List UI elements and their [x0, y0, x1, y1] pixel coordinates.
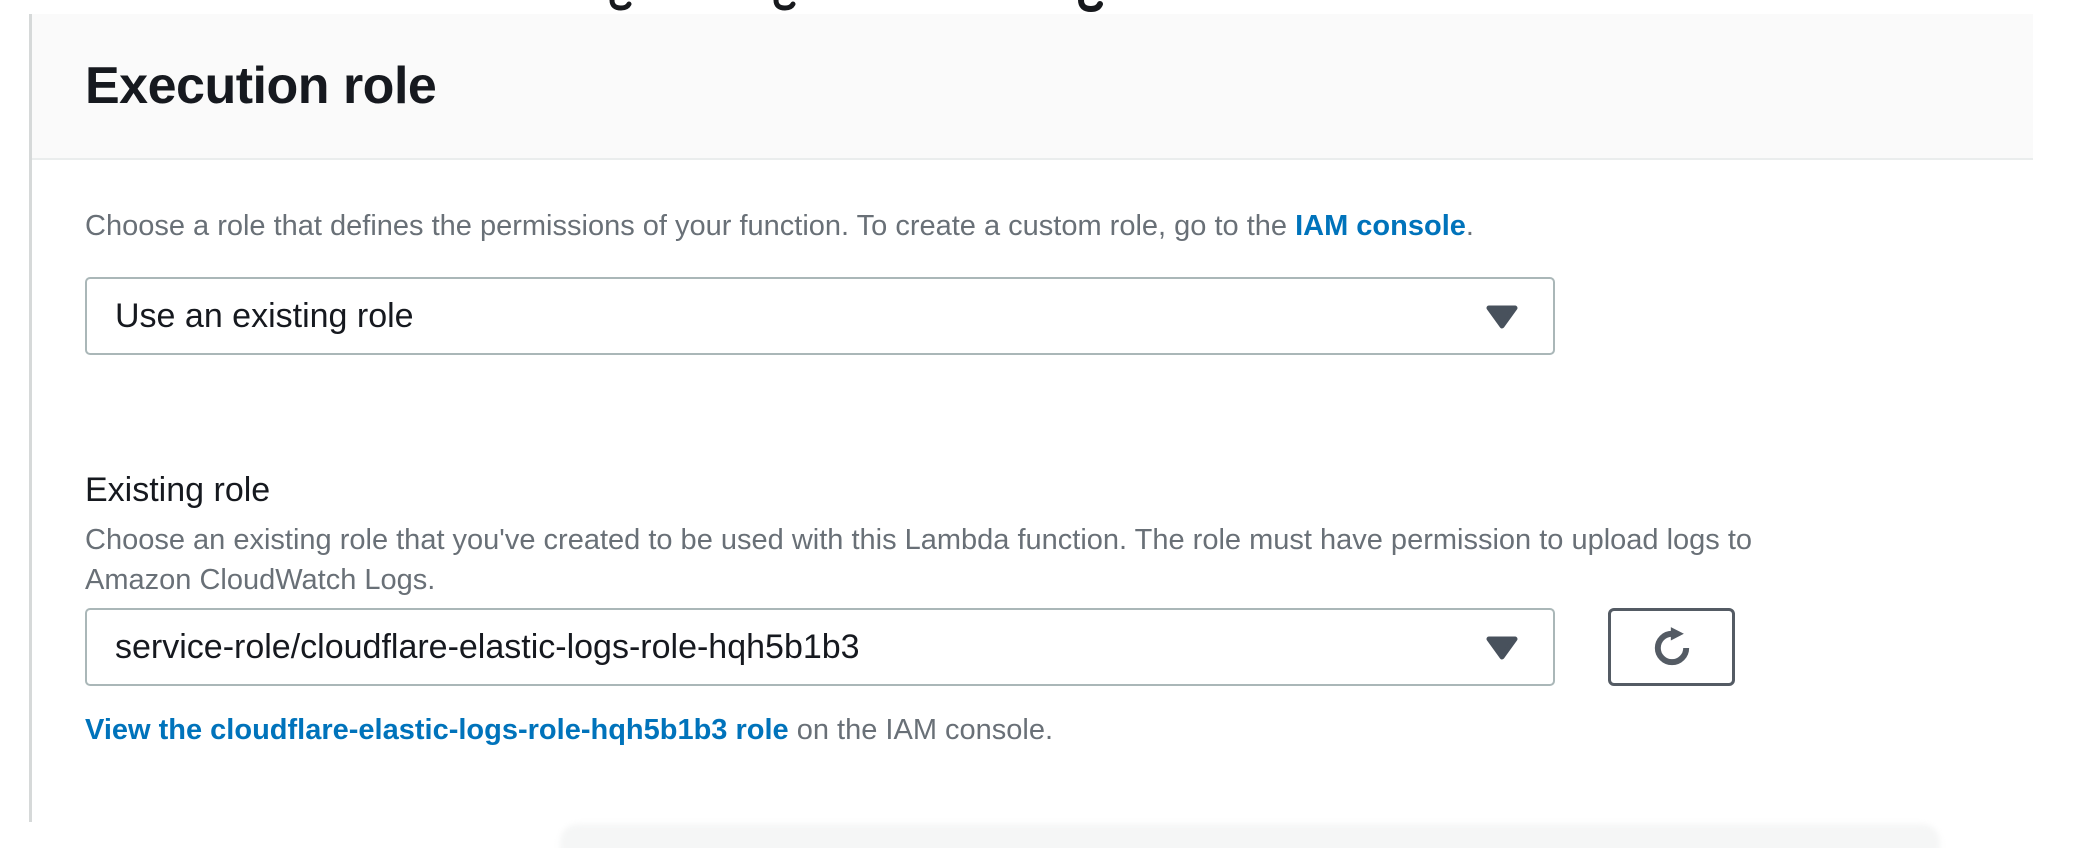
panel-header: Execution role: [32, 14, 2033, 160]
existing-role-description-line-2: Amazon CloudWatch Logs.: [85, 564, 436, 596]
existing-role-description-line-1: Choose an existing role that you've crea…: [85, 524, 1753, 556]
cropped-text-descenders: [609, 0, 1103, 12]
refresh-icon: [1654, 627, 1689, 666]
refresh-roles-button[interactable]: [1608, 608, 1735, 686]
execution-role-panel: Execution role Choose a role that define…: [29, 14, 2033, 822]
existing-role-select[interactable]: service-role/cloudflare-elastic-logs-rol…: [85, 608, 1555, 686]
existing-role-select-value: service-role/cloudflare-elastic-logs-rol…: [115, 627, 860, 666]
existing-role-description: Choose an existing role that you've crea…: [85, 520, 2033, 600]
intro-text: Choose a role that defines the permissio…: [85, 206, 2033, 246]
intro-text-after-link: .: [1465, 210, 1474, 242]
existing-role-row: service-role/cloudflare-elastic-logs-rol…: [85, 608, 2033, 686]
role-source-select-value: Use an existing role: [115, 296, 414, 335]
panel-body: Choose a role that defines the permissio…: [32, 206, 2033, 750]
caret-down-icon: [1486, 305, 1518, 329]
panel-title: Execution role: [85, 57, 437, 115]
intro-text-before-link: Choose a role that defines the permissio…: [85, 210, 1296, 242]
role-source-select[interactable]: Use an existing role: [85, 277, 1555, 355]
view-role-suffix: on the IAM console.: [788, 714, 1054, 746]
view-role-link[interactable]: View the cloudflare-elastic-logs-role-hq…: [85, 714, 789, 746]
iam-console-link[interactable]: IAM console: [1295, 210, 1466, 242]
view-role-line: View the cloudflare-elastic-logs-role-hq…: [85, 710, 2033, 750]
below-panel-element-edge: [560, 824, 1940, 848]
caret-down-icon: [1486, 636, 1518, 660]
existing-role-label: Existing role: [85, 471, 271, 509]
